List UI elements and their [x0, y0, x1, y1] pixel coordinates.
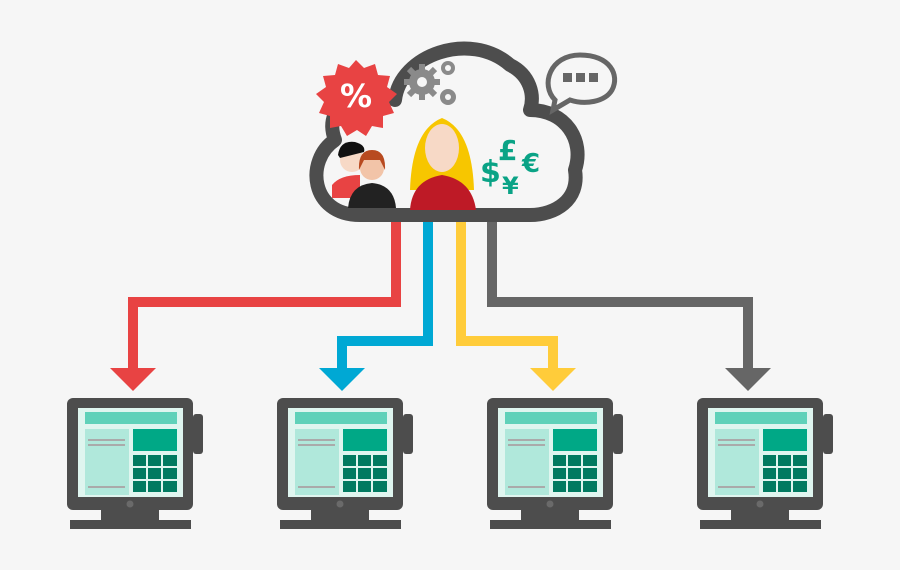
pos-terminal-1 [67, 398, 203, 529]
connector-blue [337, 220, 433, 370]
currency-icon: $ £ ¥ € [480, 134, 540, 200]
pos-terminal-3 [487, 398, 623, 529]
arrow-gray-icon [725, 368, 771, 391]
connector-gray [487, 220, 753, 370]
customer-group-icon [332, 141, 396, 208]
percent-icon: % [340, 77, 372, 115]
arrow-yellow-icon [530, 368, 576, 391]
gears-icon [404, 61, 456, 105]
pos-terminal-4 [697, 398, 833, 529]
arrow-red-icon [110, 368, 156, 391]
svg-text:$: $ [480, 155, 501, 190]
connector-yellow [456, 220, 558, 370]
arrow-blue-icon [319, 368, 365, 391]
pos-terminal-2 [277, 398, 413, 529]
discount-badge: % [316, 60, 397, 136]
svg-text:£: £ [498, 134, 517, 167]
staff-person-icon [410, 118, 476, 210]
connector-red [128, 220, 401, 370]
svg-text:¥: ¥ [502, 172, 519, 200]
svg-text:€: € [521, 149, 540, 179]
chat-bubble-icon [545, 52, 618, 115]
